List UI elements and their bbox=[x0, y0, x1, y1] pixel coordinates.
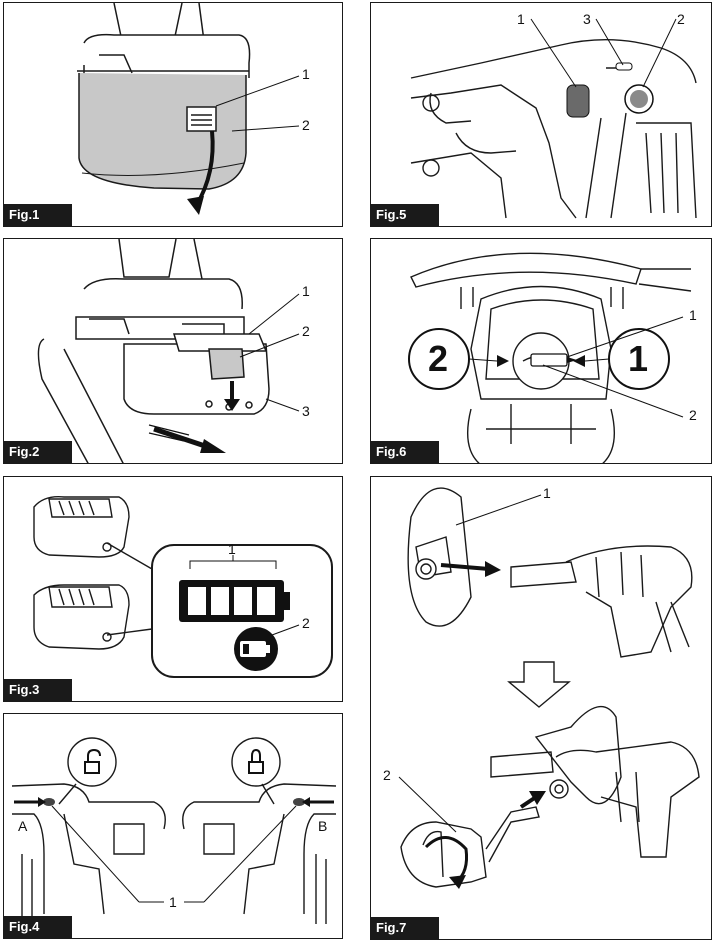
fig6-action-mode-drawing bbox=[408, 252, 692, 463]
fig7-callout-1: 1 bbox=[543, 485, 551, 501]
fig7-dust-cup-and-bit-drawing bbox=[398, 487, 700, 889]
fig6-callout-1: 1 bbox=[689, 307, 697, 323]
fig3-callout-1: 1 bbox=[228, 541, 236, 557]
fig1-callout-2: 2 bbox=[302, 117, 310, 133]
fig3-callout-2: 2 bbox=[302, 615, 310, 631]
fig5-label: Fig.5 bbox=[371, 204, 439, 226]
fig2-battery-insertion-drawing bbox=[37, 239, 300, 463]
fig3-label: Fig.3 bbox=[4, 679, 72, 701]
fig4-callout-B: B bbox=[318, 818, 328, 834]
figure-1-panel: 1 2 Fig.1 bbox=[3, 2, 343, 227]
fig6-label: Fig.6 bbox=[371, 441, 439, 463]
unlock-icon bbox=[84, 748, 101, 774]
fig5-mode-switch-drawing bbox=[410, 18, 697, 219]
figure-4-panel: A B 1 Fig.4 bbox=[3, 713, 343, 939]
fig6-mode-number-1: 1 bbox=[628, 338, 649, 379]
figure-6-panel: 2 1 1 2 Fig.6 bbox=[370, 238, 712, 464]
fig5-callout-2: 2 bbox=[677, 11, 685, 27]
figure-3-panel: 1 2 Fig.3 bbox=[3, 476, 343, 702]
fig7-callout-2: 2 bbox=[383, 767, 391, 783]
fig4-label: Fig.4 bbox=[4, 916, 72, 938]
fig2-label: Fig.2 bbox=[4, 441, 72, 463]
battery-gauge-icon bbox=[179, 580, 290, 622]
figure-5-panel: 1 3 2 Fig.5 bbox=[370, 2, 712, 227]
fig5-callout-3: 3 bbox=[583, 11, 591, 27]
fig1-label: Fig.1 bbox=[4, 204, 72, 226]
fig6-mode-number-2: 2 bbox=[428, 338, 449, 379]
fig2-callout-3: 3 bbox=[302, 403, 310, 419]
fig4-callout-1: 1 bbox=[169, 894, 177, 910]
fig3-remaining-capacity-drawing bbox=[33, 496, 333, 678]
figure-7-panel: 1 2 Fig.7 bbox=[370, 476, 712, 940]
fig2-callout-2: 2 bbox=[302, 323, 310, 339]
fig6-callout-2: 2 bbox=[689, 407, 697, 423]
figure-2-panel: 1 2 3 Fig.2 bbox=[3, 238, 343, 464]
fig1-battery-removal-drawing bbox=[77, 3, 300, 215]
fig1-callout-1: 1 bbox=[302, 66, 310, 82]
fig4-callout-A: A bbox=[18, 818, 28, 834]
lock-icon bbox=[248, 748, 264, 774]
fig5-callout-1: 1 bbox=[517, 11, 525, 27]
battery-warning-icon bbox=[234, 627, 278, 671]
fig4-lock-lever-drawing bbox=[11, 737, 337, 924]
fig7-label: Fig.7 bbox=[371, 917, 439, 939]
fig2-callout-1: 1 bbox=[302, 283, 310, 299]
